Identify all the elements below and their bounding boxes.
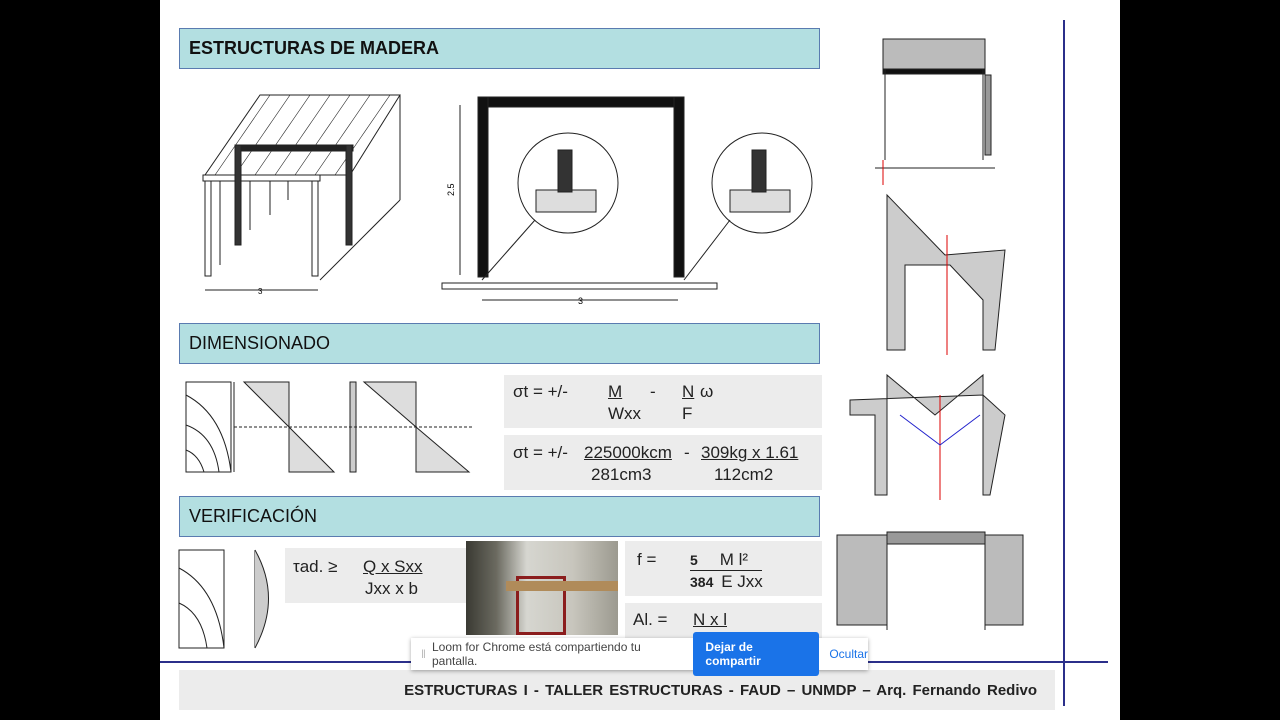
timber-structure-3d-drawing: 3 (202, 94, 401, 296)
denominator-w: 281cm3 (591, 465, 652, 484)
omega: ω (700, 382, 714, 401)
minus-sign: - (684, 443, 690, 462)
formula-lhs: τad. ≥ (293, 557, 338, 576)
coef-5: 5 (690, 552, 698, 568)
formula-lhs: Al. = (633, 610, 668, 629)
slide-footer: ESTRUCTURAS I - TALLER ESTRUCTURAS - FAU… (179, 670, 1055, 710)
numerator: N x l (693, 610, 727, 629)
denominator: Jxx x b (365, 579, 418, 598)
numerator: 5 M l² (690, 550, 762, 571)
site-photo (466, 541, 618, 635)
e-jxx: E Jxx (721, 572, 763, 591)
formula-lhs: σt = +/- (513, 382, 568, 401)
section-dimensionado: DIMENSIONADO (179, 323, 820, 364)
portal-frame-drawing: 2.5 3 (441, 96, 813, 306)
span-label-2: 3 (578, 296, 583, 306)
denominator-f: F (682, 404, 693, 423)
loom-sharing-bar: ‖ Loom for Chrome está compartiendo tu p… (411, 632, 868, 676)
span-label: 3 (258, 287, 263, 296)
height-label: 2.5 (446, 183, 456, 196)
drag-handle-icon[interactable]: ‖ (421, 647, 426, 661)
section-stress-diagrams (185, 381, 474, 473)
section-verificacion: VERIFICACIÓN (179, 496, 820, 537)
formula-stress-values: σt = +/- 225000kcm - 309kg x 1.61 281cm3… (504, 435, 822, 490)
vertical-rule (1063, 20, 1065, 706)
red-frame (516, 576, 566, 635)
numerator-force: 309kg x 1.61 (701, 443, 799, 462)
m-l2: M l² (719, 550, 749, 569)
formula-deflection: f = 5 M l² 384 E Jxx (625, 541, 822, 596)
coef-384: 384 (690, 574, 714, 590)
numerator-n: N (682, 382, 695, 401)
slide-title: ESTRUCTURAS DE MADERA (179, 28, 820, 69)
numerator-m: M (608, 382, 623, 401)
timber-beam (506, 581, 618, 591)
numerator: Q x Sxx (363, 557, 423, 576)
presentation-slide: ESTRUCTURAS DE MADERA DIMENSIONADO VERIF… (160, 0, 1120, 720)
minus-sign: - (650, 382, 656, 401)
formula-shear: τad. ≥ Q x Sxx Jxx x b (285, 548, 470, 603)
stop-sharing-button[interactable]: Dejar de compartir (693, 632, 820, 676)
numerator-moment: 225000kcm (584, 443, 672, 462)
denominator-wxx: Wxx (608, 404, 642, 423)
denominator-area: 112cm2 (714, 465, 774, 484)
formula-lhs: σt = +/- (513, 443, 568, 462)
formula-stress-general: σt = +/- M Wxx - N ω F (504, 375, 822, 428)
shear-stress-diagram (178, 549, 269, 649)
hide-button[interactable]: Ocultar (829, 647, 868, 661)
sharing-message: Loom for Chrome está compartiendo tu pan… (431, 640, 641, 668)
structural-diagrams (836, 38, 1024, 630)
formula-lhs: f = (637, 550, 657, 569)
denominator: 384 E Jxx (690, 572, 763, 592)
